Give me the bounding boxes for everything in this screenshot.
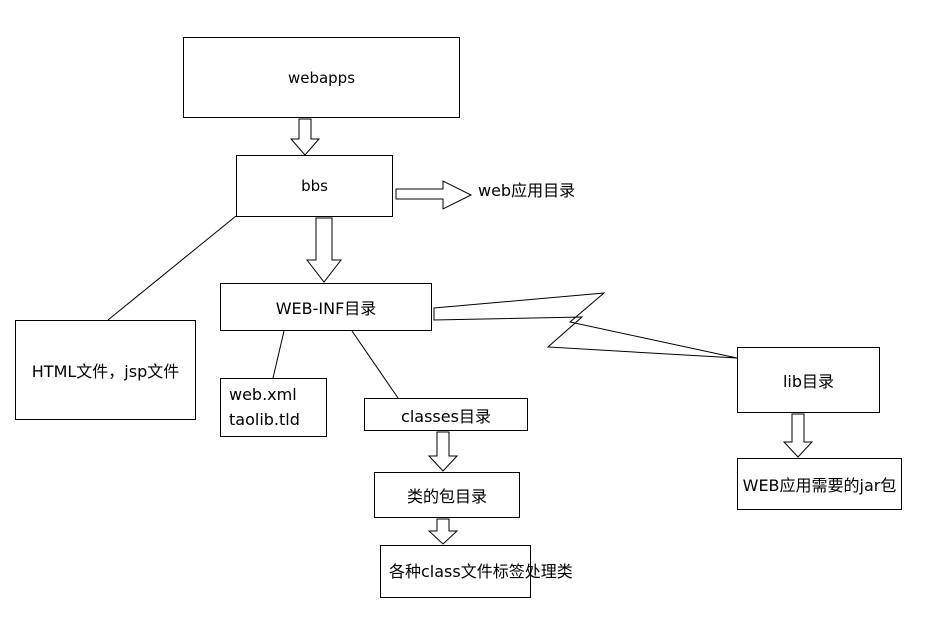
node-html-jsp-label: HTML文件，jsp文件	[31, 362, 180, 381]
node-webapps: webapps	[183, 37, 460, 118]
arrow-classes-to-package-icon	[427, 431, 459, 472]
node-bbs-label: bbs	[301, 177, 328, 195]
arrow-bbs-to-webinf-icon	[305, 217, 343, 283]
line-webinf-to-classes	[351, 330, 399, 399]
node-package-dir-label: 类的包目录	[406, 487, 487, 506]
node-webapps-label: webapps	[287, 68, 356, 87]
arrow-lib-to-jar-icon	[782, 413, 814, 458]
node-webinf: WEB-INF目录	[220, 283, 432, 331]
arrow-webapps-to-bbs-icon	[289, 118, 321, 156]
line-bbs-to-html-jsp	[107, 215, 237, 321]
node-classes-dir: classes目录	[364, 398, 528, 431]
annotation-web-app-dir: web应用目录	[478, 177, 575, 201]
node-class-files-label: 各种class文件标签处理类	[389, 562, 573, 581]
node-webxml-line2: taolib.tld	[229, 409, 300, 429]
node-package-dir: 类的包目录	[374, 472, 520, 518]
node-lib-dir-label: lib目录	[782, 372, 835, 391]
lightning-webinf-to-lib-icon	[433, 292, 738, 359]
node-webxml-taolib: web.xml taolib.tld	[220, 378, 327, 437]
node-jar-package: WEB应用需要的jar包	[737, 458, 902, 510]
node-webxml-line1: web.xml	[229, 384, 297, 404]
line-webinf-to-webxml	[272, 330, 285, 379]
annotation-web-app-dir-label: web应用目录	[478, 181, 576, 200]
node-bbs: bbs	[236, 155, 393, 217]
node-jar-package-label: WEB应用需要的jar包	[742, 476, 897, 495]
node-classes-dir-label: classes目录	[401, 406, 491, 426]
arrow-package-to-classfiles-icon	[427, 518, 459, 545]
node-lib-dir: lib目录	[737, 347, 880, 413]
node-html-jsp: HTML文件，jsp文件	[15, 320, 196, 420]
node-class-files: 各种class文件标签处理类	[380, 545, 573, 598]
arrow-bbs-to-webapp-dir-icon	[395, 180, 473, 210]
node-webinf-label: WEB-INF目录	[275, 299, 377, 318]
